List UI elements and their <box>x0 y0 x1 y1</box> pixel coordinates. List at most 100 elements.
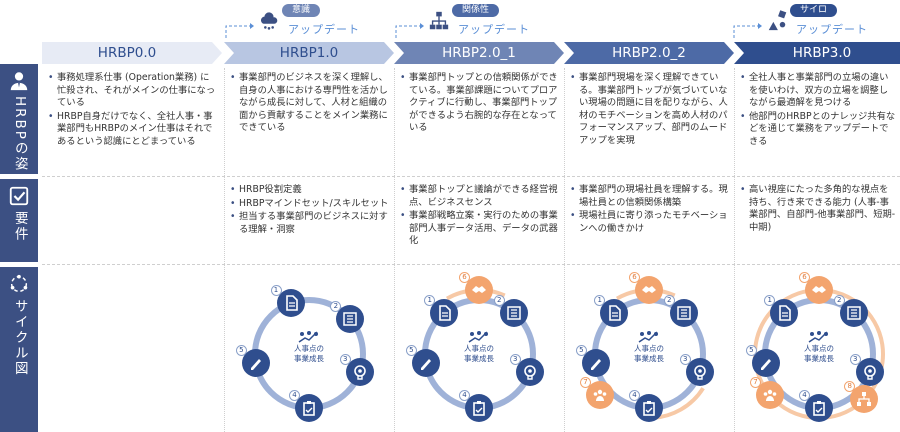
growth-people-icon <box>637 328 661 343</box>
requirements-hrbp20-2: 事業部門の現場社員を理解する。現場社員との信頼関係構築 現場社員に寄り添ったモチ… <box>570 184 730 236</box>
update-tag-awareness: 意識 <box>282 4 321 17</box>
cycle-node-pen-icon <box>411 349 440 378</box>
header-hrbp00: HRBP0.0 <box>42 42 222 64</box>
cycle-node-clip-icon <box>295 394 323 422</box>
cycle-center-line2: 事業成長 <box>294 354 324 363</box>
sidebar-requirements: 要件 <box>0 179 38 262</box>
update-text-awareness: アップデート <box>288 23 360 36</box>
header-hrbp20-1: HRBP2.0_1 <box>394 42 564 64</box>
cycle-step-number: 3 <box>679 354 691 366</box>
cycle-node-head-icon <box>515 358 544 387</box>
profile-item: 他部門のHRBPとのナレッジ共有などを通じて業務をアップデートできる <box>740 111 896 149</box>
profile-item: HRBP自身だけでなく、全社人事・事業部門もHRBPのメイン仕事はそれであるとい… <box>48 111 218 149</box>
requirement-item: 事業部戦略立案・実行のための事業部門人事データ活用、データの武器化 <box>400 210 560 248</box>
profile-hrbp20-1: 事業部門トップとの信頼関係ができている。事業部課題についてプロアクティブに行動し… <box>400 72 560 136</box>
sidebar-profile: HRBPの姿 <box>0 64 38 174</box>
cycle-node-doc-icon <box>276 289 305 318</box>
cycle-node-team-icon <box>755 381 784 410</box>
update-text-relationship: アップデート <box>458 23 530 36</box>
cycle-node-org-icon <box>850 385 879 414</box>
update-text-silo: アップデート <box>796 23 868 36</box>
requirement-item: 高い視座にたった多角的な視点を持ち、行き来できる能力 (人事-事業部門、自部門-… <box>740 184 896 234</box>
cycle-node-clip-icon <box>635 394 663 422</box>
cycle-step-number: 5 <box>575 345 587 357</box>
cycle-node-list-icon <box>839 298 868 327</box>
cycle-step-number: 1 <box>764 294 776 306</box>
cycle-center-label: 人事点の事業成長 <box>279 344 339 364</box>
row-divider <box>42 264 900 265</box>
cycle-center-label: 人事点の事業成長 <box>619 344 679 364</box>
cycle-node-doc-icon <box>430 298 459 327</box>
update-label-relationship: 関係性 アップデート <box>394 4 546 38</box>
cycle-node-pen-icon <box>751 349 780 378</box>
sidebar-label-requirements: 要件 <box>11 211 28 242</box>
update-label-awareness: 意識 アップデート <box>224 4 376 38</box>
column-divider <box>564 68 565 432</box>
header-title-hrbp20-1: HRBP2.0_1 <box>442 45 516 61</box>
cycle-step-number: 5 <box>405 345 417 357</box>
requirements-hrbp10: HRBP役割定義 HRBPマインドセット/スキルセット 担当する事業部門のビジネ… <box>230 184 390 237</box>
cycle-center-line2: 事業成長 <box>634 354 664 363</box>
cycle-step-number: 6 <box>459 272 470 283</box>
cycle-step-number: 7 <box>749 377 761 389</box>
row-divider <box>42 176 900 177</box>
cycle-step-number: 2 <box>330 301 342 313</box>
cycle-node-list-icon <box>499 298 528 327</box>
header-title-hrbp30: HRBP3.0 <box>792 45 852 61</box>
header-title-hrbp10: HRBP1.0 <box>279 45 339 61</box>
cycle-center-label: 人事点の事業成長 <box>449 344 509 364</box>
growth-people-icon <box>467 328 491 343</box>
cycle-step-number: 5 <box>235 345 247 357</box>
cycle-center-line1: 人事点の <box>464 344 494 353</box>
header-hrbp10: HRBP1.0 <box>224 42 394 64</box>
cycle-step-number: 1 <box>270 285 282 297</box>
column-divider <box>224 68 225 432</box>
cycle-node-head-icon <box>685 358 714 387</box>
header-hrbp20-2: HRBP2.0_2 <box>564 42 734 64</box>
person-icon <box>10 72 28 91</box>
cycle-node-head-icon <box>345 358 374 387</box>
cycle-step-number: 4 <box>459 390 470 401</box>
sidebar-label-profile: HRBPの姿 <box>11 96 28 172</box>
cycle-step-number: 4 <box>289 390 300 401</box>
cycle-node-list-icon <box>336 305 365 334</box>
profile-hrbp20-2: 事業部門現場を深く理解できている。事業部門トップが気づいていない現場の問題に目を… <box>570 72 730 149</box>
cycle-icon <box>10 274 28 293</box>
profile-item: 事業部門のビジネスを深く理解し、自身の人事における専門性を活かしながら成長に対し… <box>230 72 390 135</box>
header-title-hrbp20-2: HRBP2.0_2 <box>612 45 686 61</box>
cycle-step-number: 4 <box>799 390 810 401</box>
update-tag-silo: サイロ <box>790 4 838 17</box>
header-title-hrbp00: HRBP0.0 <box>97 45 157 61</box>
requirements-hrbp30: 高い視座にたった多角的な視点を持ち、行き来できる能力 (人事-事業部門、自部門-… <box>740 184 896 235</box>
cycle-step-number: 3 <box>509 354 521 366</box>
cycle-node-list-icon <box>669 298 698 327</box>
profile-hrbp30: 全社人事と事業部門の立場の違いを使いわけ、双方の立場を調整しながら最適解を見つけ… <box>740 72 896 150</box>
org-chart-icon <box>429 11 449 30</box>
cycle-node-shake-icon <box>805 276 833 304</box>
requirement-item: 事業部門の現場社員を理解する。現場社員との信頼関係構築 <box>570 184 730 209</box>
cycle-node-pen-icon <box>581 349 610 378</box>
requirement-item: 現場社員に寄り添ったモチベーションへの働きかけ <box>570 210 730 235</box>
cycle-node-pen-icon <box>241 349 270 378</box>
cycle-node-doc-icon <box>770 298 799 327</box>
cycle-node-clip-icon <box>805 394 833 422</box>
cycle-node-clip-icon <box>465 394 493 422</box>
checkbox-icon <box>9 186 29 206</box>
growth-people-icon <box>807 328 831 343</box>
sidebar-label-cycle: サイクル図 <box>11 299 28 377</box>
cycle-step-number: 3 <box>849 354 861 366</box>
profile-item: 事業部門現場を深く理解できている。事業部門トップが気づいていない現場の問題に目を… <box>570 72 730 148</box>
requirement-item: 事業部トップと議論ができる経営視点、ビジネスセンス <box>400 184 560 209</box>
cycle-step-number: 2 <box>493 294 505 306</box>
cycle-step-number: 6 <box>799 272 810 283</box>
update-tag-relationship: 関係性 <box>452 4 500 17</box>
cycle-step-number: 6 <box>629 272 640 283</box>
column-divider <box>734 68 735 432</box>
cycle-center-label: 人事点の事業成長 <box>789 344 849 364</box>
cycle-center-line1: 人事点の <box>634 344 664 353</box>
shapes-icon <box>768 10 787 31</box>
